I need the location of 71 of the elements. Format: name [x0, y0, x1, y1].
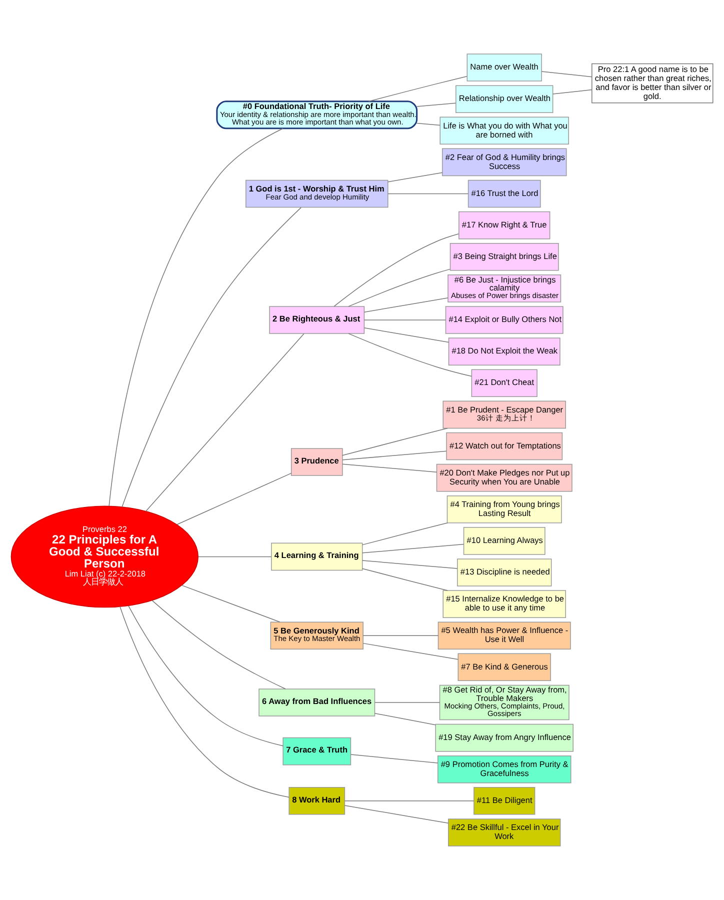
connector [344, 800, 474, 802]
connector [198, 556, 272, 558]
connector [368, 76, 468, 102]
connector [362, 560, 458, 569]
connector [362, 568, 448, 591]
connector [552, 89, 592, 94]
node-box: Pro 22:1 A good name is to be chosen rather than great riches, and favor is better than silver or gold. [592, 63, 714, 104]
connector [362, 642, 458, 660]
node-box: Relationship over Wealth [456, 85, 554, 113]
node-box: 5 Be Generously Kind The Key to Master Wealth [270, 622, 364, 650]
connector [362, 522, 448, 546]
node-box: #18 Do Not Exploit the Weak [448, 338, 560, 366]
node-box: #12 Watch out for Temptations [446, 432, 563, 460]
connector [181, 584, 280, 622]
connector [364, 328, 449, 343]
connector [348, 268, 450, 307]
connector [416, 102, 456, 107]
node-box: 8 Work Hard [288, 787, 346, 815]
node-box: 4 Learning & Training [271, 542, 363, 571]
node-box: #2 Fear of God & Humility brings Success [442, 148, 567, 176]
connector [152, 600, 286, 690]
node-box: #16 Trust the Lord [468, 180, 541, 208]
node-box: #15 Internalize Knowledge to be able to use it any time [442, 590, 566, 618]
node-box: #21 Don't Cheat [471, 369, 538, 398]
connector [374, 713, 436, 726]
node-box: Life is What you do with What you are borned with [440, 116, 569, 145]
node-box: #22 Be Skillful - Excel in Your Work [448, 818, 561, 846]
node-box: #8 Get Rid of, Or Stay Away from, Trouble Makers Mocking Others, Complaints, Proud, Gossipers [439, 684, 570, 720]
node-box: #1 Be Prudent - Escape Danger 36计 走为上计！ [442, 400, 566, 429]
node-box: #3 Being Straight brings Life [450, 242, 559, 271]
connector [122, 207, 302, 508]
node-box: 6 Away from Bad Influences [258, 688, 376, 716]
connector [374, 702, 440, 703]
node-box: #5 Wealth has Power & Influence - Use it Well [438, 622, 571, 650]
connector [541, 71, 592, 78]
node-box: Name over Wealth [466, 54, 542, 82]
node-box: #13 Discipline is needed [457, 558, 552, 586]
node-box: #17 Know Right & True [458, 211, 550, 240]
connector [362, 544, 464, 554]
node-box: 2 Be Righteous & Just [269, 306, 365, 334]
connector [362, 635, 439, 636]
connector [128, 605, 284, 746]
connector [342, 428, 448, 456]
connector [334, 234, 459, 307]
node-box: #14 Exploit or Bully Others Not [445, 306, 564, 334]
node-box: 1 God is 1st - Worship & Trust Him Fear God and develop Humility [246, 180, 388, 208]
node-box: #0 Foundational Truth- Priority of Life Your identity & relationship are more important than wealth. What you are is more important than what you own. [216, 100, 418, 130]
node-box: #10 Learning Always [463, 527, 546, 555]
node-box: #20 Don't Make Pledges nor Put up Security when You are Unable [436, 464, 572, 492]
connector [342, 450, 447, 460]
connector [344, 805, 449, 824]
connector [342, 464, 438, 472]
node-box: 3 Prudence [290, 448, 343, 476]
node-box: #19 Stay Away from Angry Influence [435, 724, 574, 752]
node-box: #9 Promotion Comes from Purity & Gracefulness [437, 755, 572, 784]
node-box: #6 Be Just - Injustice brings calamity Abuses of Power brings disaster [448, 274, 562, 302]
node-box: 7 Grace & Truth [282, 737, 352, 766]
node-ellipse: Proverbs 22 22 Principles for A Good & Successful Person Lim Liat (c) 22-2-2018 人日学做人 [10, 506, 198, 608]
connector [348, 333, 472, 377]
connector [364, 298, 448, 312]
connector [416, 122, 440, 126]
connector [108, 128, 284, 506]
connector [350, 754, 438, 764]
node-box: #11 Be Diligent [474, 787, 536, 815]
node-box: #7 Be Kind & Generous [458, 653, 551, 682]
connector [388, 193, 468, 194]
connector [120, 606, 290, 798]
node-box: #4 Training from Young brings Lasting Result [446, 495, 562, 524]
connector [145, 333, 304, 512]
connector [176, 472, 292, 525]
connector [388, 172, 443, 182]
